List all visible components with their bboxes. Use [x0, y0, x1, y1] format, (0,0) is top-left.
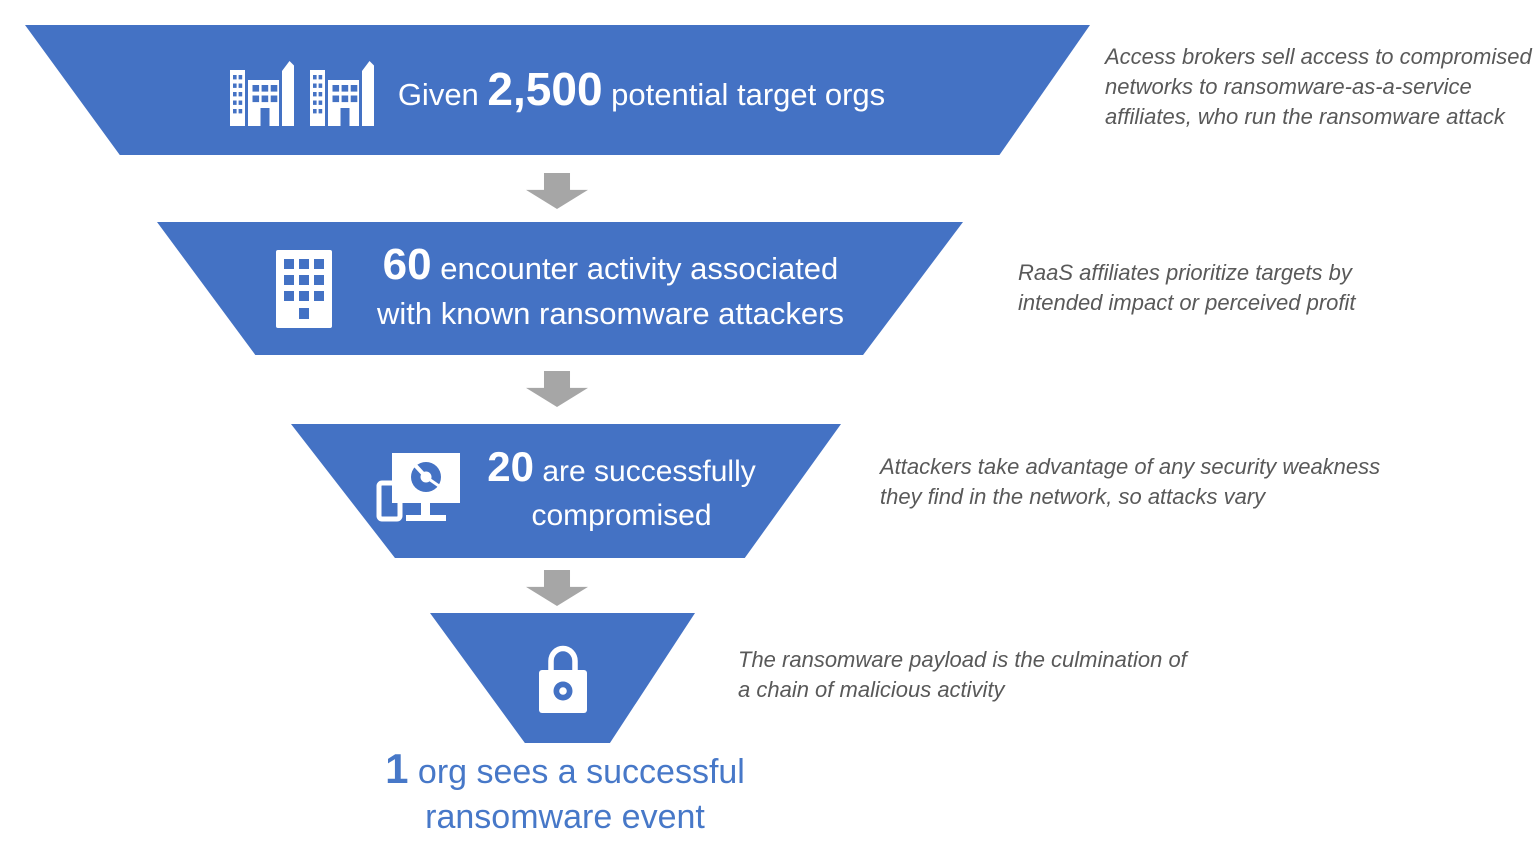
down-arrow-2: [526, 371, 588, 407]
result-line1: 1 org sees a successful: [365, 746, 765, 795]
annotation-4-line2: a chain of malicious activity: [738, 677, 1005, 702]
compromised-devices-icon: [376, 453, 461, 522]
stage-1-text: Given 2,500 potential target orgs: [398, 66, 885, 118]
annotation-1-line1: Access brokers sell access to compromise…: [1105, 44, 1532, 69]
down-arrow-1: [526, 173, 588, 209]
annotation-2-line2: intended impact or perceived profit: [1018, 290, 1356, 315]
result-number: 1: [385, 745, 409, 792]
stage-2-number: 60: [382, 239, 432, 289]
funnel-stage-3: 20 are successfully compromised: [291, 424, 841, 558]
stage-1-label: potential target orgs: [602, 77, 886, 112]
annotation-access-brokers: Access brokers sell access to compromise…: [1105, 42, 1532, 132]
annotation-4-line1: The ransomware payload is the culminatio…: [738, 647, 1187, 672]
stage-3-number: 20: [487, 442, 534, 490]
annotation-1-line2: networks to ransomware-as-a-service: [1105, 74, 1472, 99]
stage-3-label-line2: compromised: [531, 498, 712, 532]
result-caption: 1 org sees a successful ransomware event: [365, 746, 765, 840]
stage-1-content: Given 2,500 potential target orgs: [229, 54, 885, 126]
lock-icon: [538, 645, 587, 713]
stage-3-content: 20 are successfully compromised: [376, 442, 756, 538]
stage-3-text: 20 are successfully compromised: [487, 442, 756, 538]
annotation-3-line1: Attackers take advantage of any security…: [880, 454, 1381, 479]
stage-4-content: [534, 639, 592, 717]
stage-1-label-prefix: Given: [397, 77, 488, 112]
annotation-ransomware-payload: The ransomware payload is the culminatio…: [738, 645, 1187, 705]
stage-2-label-line2: with known ransomware attackers: [377, 295, 844, 331]
down-arrow-3: [526, 570, 588, 606]
funnel-stage-4: [430, 613, 695, 743]
stage-2-content: 60 encounter activity associated with kn…: [276, 242, 844, 336]
annotation-1-line3: affiliates, who run the ransomware attac…: [1105, 104, 1505, 129]
annotation-attackers-weakness: Attackers take advantage of any security…: [880, 452, 1380, 512]
stage-2-text: 60 encounter activity associated with kn…: [377, 242, 844, 336]
funnel-stage-1: Given 2,500 potential target orgs: [25, 25, 1090, 155]
annotation-2-line1: RaaS affiliates prioritize targets by: [1018, 260, 1352, 285]
annotation-raas-affiliates: RaaS affiliates prioritize targets by in…: [1018, 258, 1356, 318]
building-icon: [276, 249, 333, 328]
stage-3-label-line1: are successfully: [533, 454, 756, 488]
funnel-stage-2: 60 encounter activity associated with kn…: [157, 222, 963, 355]
result-label-line1: org sees a successful: [408, 753, 745, 791]
buildings-icon: [229, 61, 374, 126]
stage-2-label-line1: encounter activity associated: [431, 250, 839, 286]
annotation-3-line2: they find in the network, so attacks var…: [880, 484, 1266, 509]
stage-1-number: 2,500: [487, 63, 603, 115]
result-label-line2: ransomware event: [425, 798, 705, 836]
